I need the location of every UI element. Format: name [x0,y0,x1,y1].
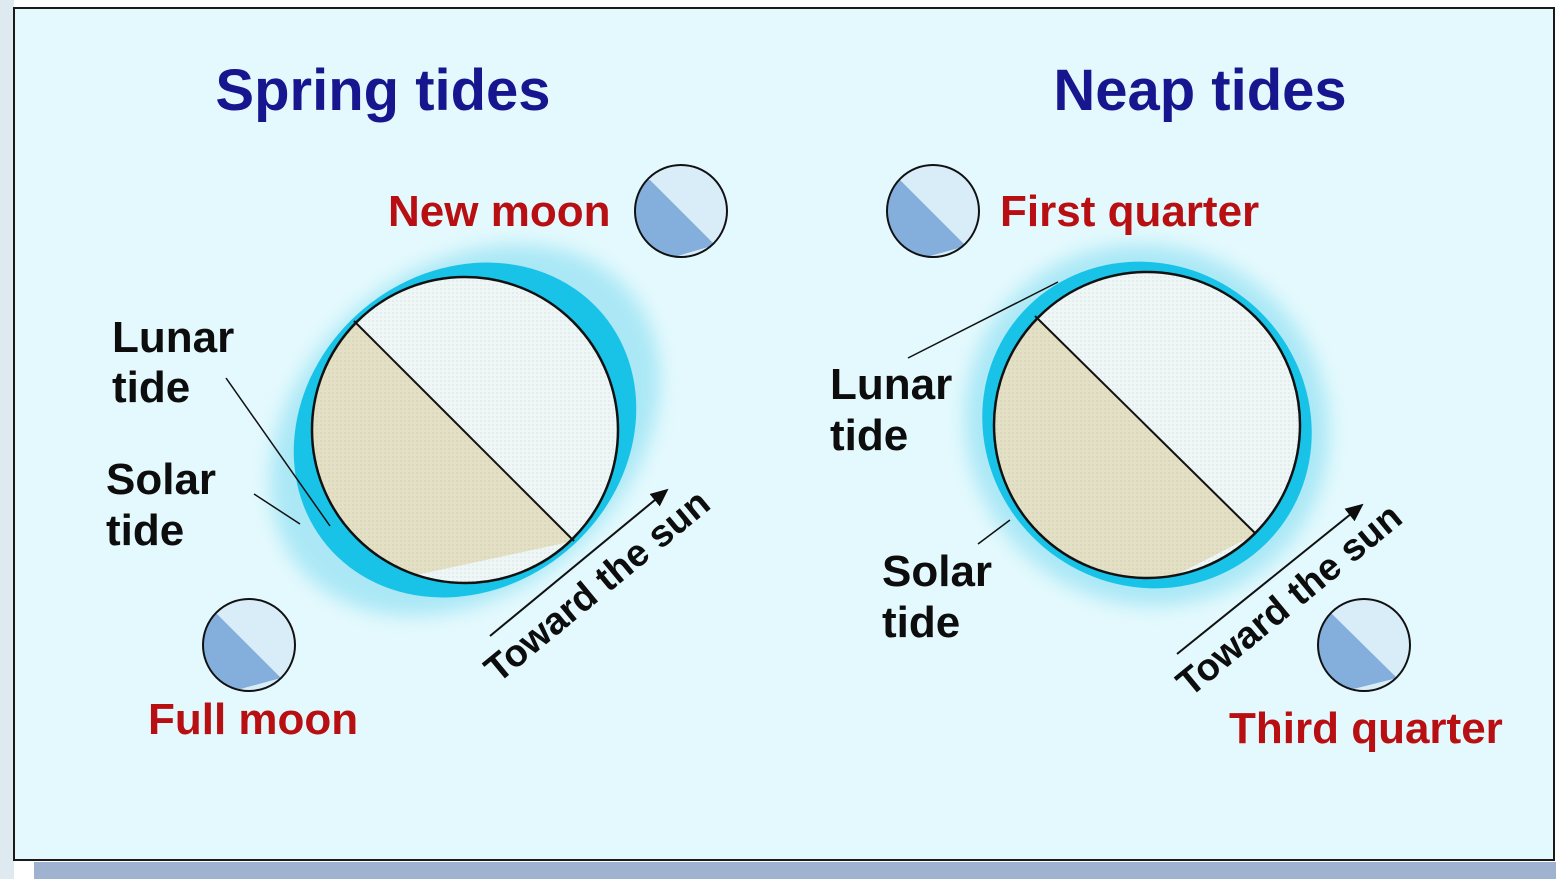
spring-lunar-tide-label: Lunar tide [112,313,246,412]
full-moon-label: Full moon [148,695,358,744]
neap-solar-tide-label: Solar tide [882,547,1004,647]
neap-solar-leader [977,519,1011,545]
panel-shadow [34,862,1556,879]
neap-tides-panel: Neap tides First quarter [830,58,1503,753]
spring-solar-leader [253,493,301,525]
panel-shadow-left [0,0,14,879]
neap-lunar-leader [907,281,1059,359]
neap-tides-title: Neap tides [1053,58,1346,123]
spring-earth [310,275,620,585]
third-quarter-label: Third quarter [1229,704,1503,753]
neap-lunar-tide-label: Lunar tide [830,360,964,460]
spring-tides-panel: Spring tides New moon [106,58,728,744]
spring-tides-title: Spring tides [215,58,550,123]
spring-lunar-leader [225,377,331,527]
full-moon-icon [202,598,296,692]
spring-solar-tide-label: Solar tide [106,455,228,555]
neap-earth [992,270,1302,580]
first-quarter-label: First quarter [1000,187,1259,236]
new-moon-label: New moon [388,187,610,236]
